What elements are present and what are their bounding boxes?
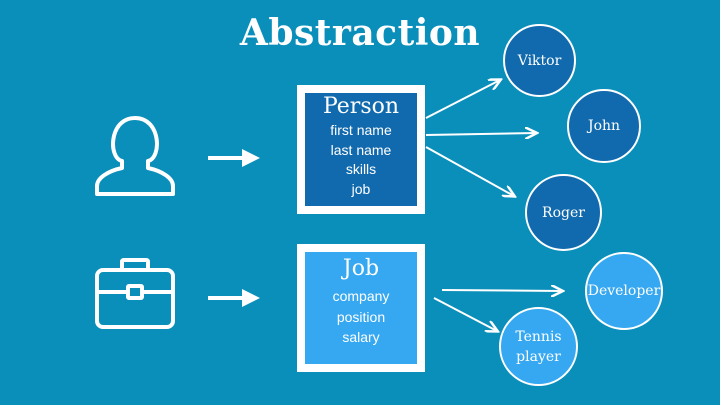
job-class-box: Job company position salary	[297, 244, 425, 372]
instance-tennis-player: Tennis player	[499, 307, 578, 386]
arrow-person-john	[425, 133, 536, 135]
instance-label: Developer	[587, 283, 661, 299]
instance-roger: Roger	[525, 174, 602, 251]
instance-john: John	[567, 89, 641, 163]
arrow-person-roger	[425, 146, 514, 196]
user-silhouette-icon	[95, 116, 175, 196]
icon-to-person-arrow	[208, 149, 260, 167]
instance-label: Tennis player	[515, 328, 562, 365]
diagram-title: Abstraction	[239, 12, 481, 54]
person-field: skills	[345, 161, 377, 177]
person-field: last name	[330, 141, 392, 158]
arrow-person-viktor	[425, 80, 500, 119]
person-field: job	[351, 180, 371, 197]
arrow-job-developer	[441, 290, 562, 291]
person-class-title: Person	[322, 94, 400, 119]
instance-developer: Developer	[585, 252, 663, 330]
job-class-title: Job	[342, 256, 380, 281]
instance-label: Roger	[542, 204, 585, 221]
icon-to-job-arrow	[208, 289, 260, 307]
instance-label: John	[587, 118, 621, 134]
arrow-job-tennis	[433, 297, 497, 331]
instance-label: Viktor	[517, 52, 562, 69]
instance-viktor: Viktor	[503, 24, 576, 97]
person-field: first name	[330, 122, 392, 138]
job-field: salary	[342, 329, 380, 345]
job-field: company	[332, 288, 390, 304]
person-class-box: Person first name last name skills job	[297, 85, 425, 214]
briefcase-icon	[95, 258, 175, 329]
job-field: position	[336, 308, 386, 325]
